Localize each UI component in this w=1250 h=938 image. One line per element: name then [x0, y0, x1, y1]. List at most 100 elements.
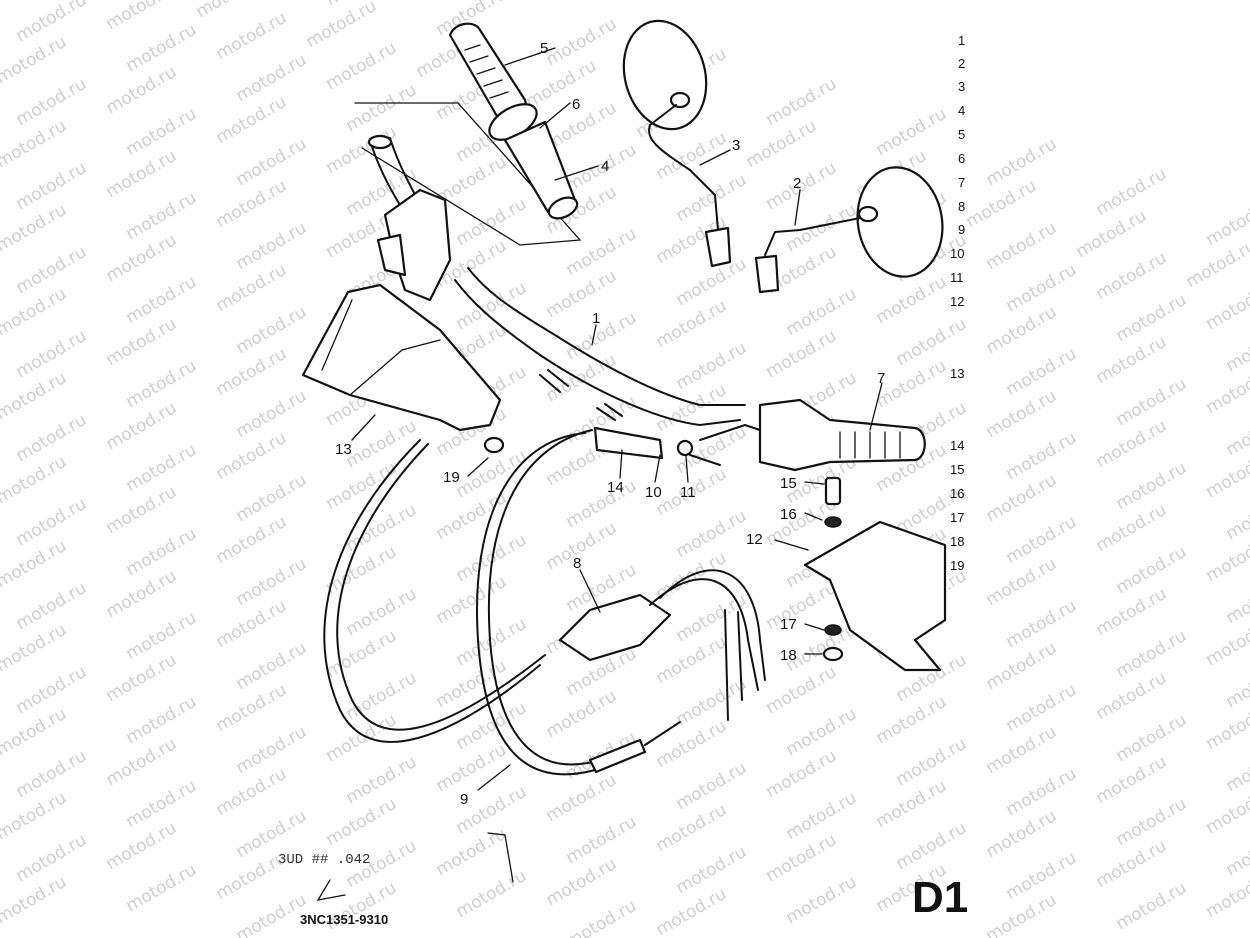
mirror-left-base: [704, 226, 732, 268]
throttle-housing-arm: [689, 424, 761, 466]
watermark-text: motod.ru: [123, 860, 201, 916]
page-marker: D1: [912, 873, 968, 922]
index-number: 19: [950, 558, 964, 573]
callout-16: 16: [780, 506, 797, 523]
index-number: 8: [958, 199, 965, 214]
leader-6: [539, 102, 571, 129]
handlebar-knurl-marks: [539, 369, 623, 421]
callout-10: 10: [645, 484, 662, 501]
drawing-code: 3NC1351-9310: [300, 912, 388, 927]
callout-12: 12: [746, 531, 763, 548]
throttle-cable-ends: [724, 609, 743, 721]
handlebar-bar: [454, 267, 746, 426]
right-grip-pattern: [839, 431, 901, 459]
watermark-text: motod.ru: [0, 368, 70, 424]
leader-14: [619, 449, 623, 479]
watermark-text: motod.ru: [1093, 248, 1171, 304]
washer-16: [824, 516, 842, 528]
watermark-text: motod.ru: [0, 872, 70, 928]
right-throttle-grip: [758, 398, 926, 472]
watermark-text: motod.ru: [0, 452, 70, 508]
footer-marks: [316, 832, 514, 901]
mirror-left-pivot: [669, 91, 691, 109]
watermark-text: motod.ru: [1203, 614, 1250, 670]
watermark-text: motod.ru: [0, 200, 70, 256]
callout-5: 5: [540, 40, 548, 57]
watermark-text: motod.ru: [1203, 530, 1250, 586]
watermark-text: motod.ru: [0, 620, 70, 676]
mirror-left-stem: [648, 104, 719, 231]
watermark-text: motod.ru: [1223, 404, 1250, 460]
hot-start-cable: [323, 439, 546, 743]
mirror-right-head: [856, 166, 944, 278]
index-number: 4: [958, 103, 965, 118]
callout-3: 3: [732, 137, 740, 154]
watermark-text: motod.ru: [563, 896, 641, 938]
faint-part-code: 3UD ## .042: [278, 852, 370, 868]
grommet-19: [483, 436, 505, 454]
clutch-cable: [476, 429, 601, 776]
handlebar-left-cap: [367, 134, 393, 150]
watermark-text: motod.ru: [233, 890, 311, 938]
callout-2: 2: [793, 175, 801, 192]
index-number: 10: [950, 246, 964, 261]
callout-13: 13: [335, 441, 352, 458]
leader-5: [504, 47, 556, 66]
watermark-text: motod.ru: [1203, 698, 1250, 754]
callout-1: 1: [592, 310, 600, 327]
leader-11: [685, 455, 689, 483]
watermark-text: motod.ru: [1203, 782, 1250, 838]
callout-17: 17: [780, 616, 797, 633]
leader-19: [467, 457, 489, 477]
callout-labels: 5 6 4 3 2 1 7 8 9 13 19 14 10 11 15 16 1…: [335, 40, 885, 808]
watermark-text: motod.ru: [1223, 740, 1250, 796]
grip-sleeve-end: [547, 196, 579, 220]
leader-8: [579, 569, 601, 613]
watermark-text: motod.ru: [0, 116, 70, 172]
index-number: 3: [958, 79, 965, 94]
watermark-text: motod.ru: [303, 0, 381, 52]
callout-11: 11: [680, 484, 696, 501]
index-number: 15: [950, 462, 964, 477]
exploded-view-frame: [354, 102, 582, 246]
leader-7: [869, 382, 883, 431]
watermark-text: motod.ru: [0, 788, 70, 844]
watermark-text: motod.ru: [1113, 878, 1191, 934]
cable-adjuster: [593, 426, 664, 460]
watermark-text: motod.ru: [1203, 278, 1250, 334]
callout-9: 9: [460, 791, 468, 808]
callout-19: 19: [443, 469, 460, 486]
index-number: 5: [958, 127, 965, 142]
handlebar-assembly-drawing: [301, 19, 947, 901]
watermark-text: motod.ru: [0, 704, 70, 760]
watermark-text: motod.ru: [0, 32, 70, 88]
leader-13: [351, 414, 376, 441]
mirror-right-base: [754, 254, 780, 294]
leader-2: [794, 189, 801, 226]
index-number: 13: [950, 366, 964, 381]
mirror-right-pivot: [857, 205, 879, 223]
bolt-15: [824, 476, 842, 506]
throttle-cable-junction: [558, 593, 672, 662]
index-number: 2: [958, 56, 965, 71]
nut-18: [822, 646, 844, 662]
watermark-text: motod.ru: [193, 0, 271, 22]
callout-15: 15: [780, 475, 797, 492]
left-grip-pattern: [464, 44, 509, 99]
watermark-text: motod.ru: [1223, 488, 1250, 544]
watermark-text: motod.ru: [1223, 572, 1250, 628]
leader-3: [699, 149, 731, 166]
leader-16: [804, 512, 823, 521]
callout-14: 14: [607, 479, 624, 496]
watermark-text: motod.ru: [0, 536, 70, 592]
callout-4: 4: [601, 158, 609, 175]
watermark-text: motod.ru: [323, 38, 401, 94]
leader-10: [654, 454, 661, 483]
index-number: 18: [950, 534, 964, 549]
watermark-text: motod.ru: [783, 872, 861, 928]
throttle-cable-pair: [649, 569, 766, 691]
watermark-text: motod.ru: [1203, 446, 1250, 502]
index-number: 7: [958, 175, 965, 190]
